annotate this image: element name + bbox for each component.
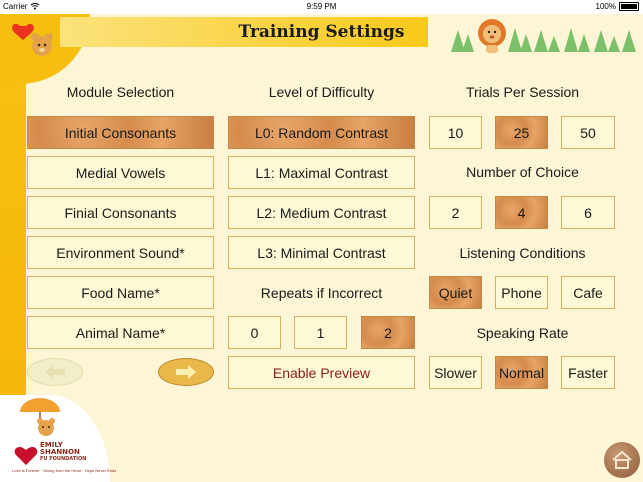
trials-50-button[interactable]: 50 <box>561 116 615 149</box>
listening-cafe-button[interactable]: Cafe <box>561 276 615 309</box>
speaking-faster-button[interactable]: Faster <box>561 356 615 389</box>
trials-25-button[interactable]: 25 <box>495 116 548 149</box>
foundation-name-line2: SHANNON <box>40 448 80 456</box>
foundation-name-line1: EMILY <box>40 441 63 449</box>
module-selection-heading: Module Selection <box>66 84 175 100</box>
difficulty-l2-button[interactable]: L2: Medium Contrast <box>228 196 415 229</box>
listening-quiet-button[interactable]: Quiet <box>429 276 482 309</box>
repeats-0-button[interactable]: 0 <box>228 316 281 349</box>
choices-2-button[interactable]: 2 <box>429 196 482 229</box>
speaking-normal-button[interactable]: Normal <box>495 356 548 389</box>
module-food-name-button[interactable]: Food Name* <box>27 276 214 309</box>
next-page-button[interactable] <box>158 358 214 386</box>
listening-heading: Listening Conditions <box>459 245 586 261</box>
header-banner <box>60 17 428 47</box>
battery-icon <box>619 2 639 11</box>
enable-preview-button[interactable]: Enable Preview <box>228 356 415 389</box>
status-bar: Carrier 9:59 PM 100% <box>0 0 643 14</box>
module-finial-consonants-button[interactable]: Finial Consonants <box>27 196 214 229</box>
battery-percent: 100% <box>595 2 616 11</box>
choices-6-button[interactable]: 6 <box>561 196 615 229</box>
battery-status: 100% <box>596 2 639 11</box>
clock: 9:59 PM <box>306 2 337 11</box>
wifi-icon <box>30 3 40 10</box>
module-animal-name-button[interactable]: Animal Name* <box>27 316 214 349</box>
previous-page-button[interactable] <box>27 358 83 386</box>
difficulty-l1-button[interactable]: L1: Maximal Contrast <box>228 156 415 189</box>
trials-10-button[interactable]: 10 <box>429 116 482 149</box>
module-medial-vowels-button[interactable]: Medial Vowels <box>27 156 214 189</box>
foundation-name: EMILY SHANNON FU FOUNDATION <box>40 442 86 463</box>
module-initial-consonants-button[interactable]: Initial Consonants <box>27 116 214 149</box>
home-icon <box>612 450 632 469</box>
left-arrow-icon <box>45 365 65 379</box>
difficulty-l3-button[interactable]: L3: Minimal Contrast <box>228 236 415 269</box>
foundation-name-line3: FU FOUNDATION <box>40 456 87 462</box>
trials-heading: Trials Per Session <box>465 84 580 100</box>
difficulty-l0-button[interactable]: L0: Random Contrast <box>228 116 415 149</box>
foundation-tagline: Love is Forever · Giving from the Heart … <box>12 468 117 473</box>
difficulty-heading: Level of Difficulty <box>268 84 375 100</box>
heart-bear-icon <box>12 23 53 56</box>
repeats-1-button[interactable]: 1 <box>294 316 347 349</box>
choices-4-button[interactable]: 4 <box>495 196 548 229</box>
carrier-text: Carrier <box>3 2 28 11</box>
right-arrow-icon <box>176 365 196 379</box>
speaking-slower-button[interactable]: Slower <box>429 356 482 389</box>
listening-phone-button[interactable]: Phone <box>495 276 548 309</box>
trees-lion-illustration <box>451 19 636 53</box>
module-environment-sound-button[interactable]: Environment Sound* <box>27 236 214 269</box>
bear-umbrella-icon <box>20 398 60 436</box>
heart-logo-icon <box>14 447 38 465</box>
repeats-heading: Repeats if Incorrect <box>260 285 383 301</box>
foundation-logo: EMILY SHANNON FU FOUNDATION Love is Fore… <box>12 398 116 478</box>
carrier-label: Carrier <box>3 2 40 11</box>
choices-heading: Number of Choice <box>466 164 579 180</box>
speaking-heading: Speaking Rate <box>476 325 569 341</box>
home-button[interactable] <box>604 442 640 478</box>
page-title: Training Settings <box>238 22 405 42</box>
repeats-2-button[interactable]: 2 <box>361 316 415 349</box>
